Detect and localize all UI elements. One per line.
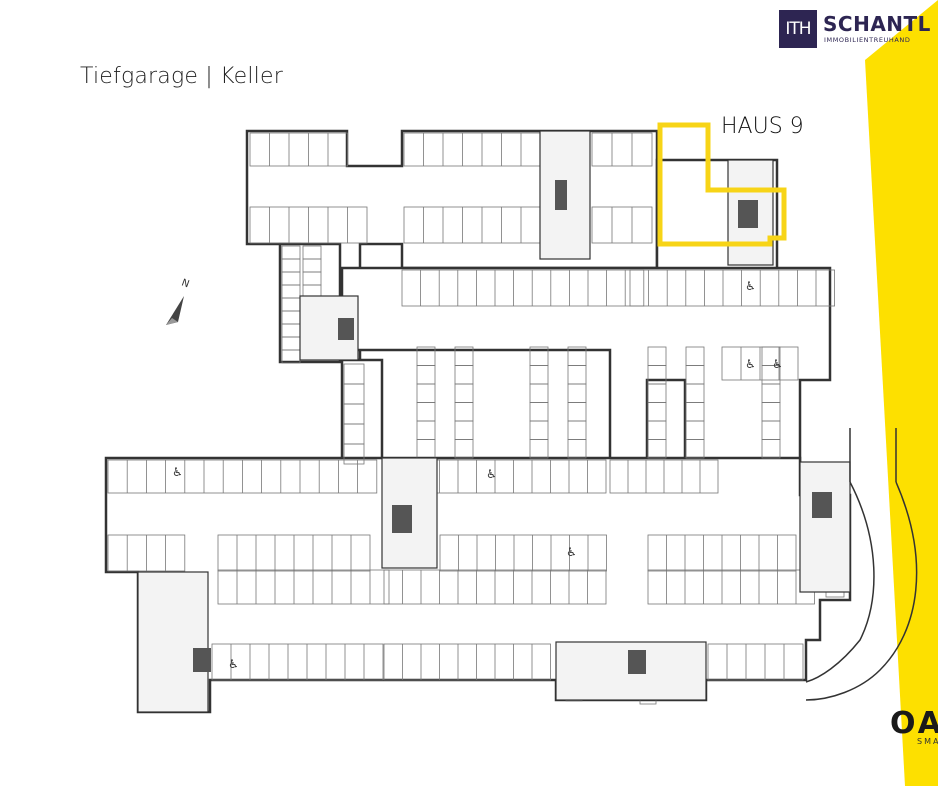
logo-name: SCHANTL bbox=[823, 12, 931, 36]
stair-treads bbox=[193, 180, 832, 674]
svg-text:♿: ♿ bbox=[745, 357, 756, 371]
brand-subtitle: SMA bbox=[917, 737, 938, 746]
svg-text:♿: ♿ bbox=[486, 467, 497, 481]
brand-mark: OAS bbox=[890, 706, 938, 741]
compass-label: N bbox=[181, 278, 191, 290]
page-title: Tiefgarage | Keller bbox=[80, 64, 283, 89]
haus-9-highlight bbox=[657, 122, 787, 247]
stair-cores bbox=[137, 130, 851, 713]
svg-text:♿: ♿ bbox=[772, 357, 783, 371]
svg-text:♿: ♿ bbox=[566, 545, 577, 559]
haus-label: HAUS 9 bbox=[721, 114, 804, 139]
logo-icon: ITH bbox=[779, 10, 817, 48]
svg-text:♿: ♿ bbox=[228, 657, 239, 671]
logo-subtitle: IMMOBILIENTREUHAND bbox=[824, 36, 911, 44]
ramp bbox=[805, 428, 918, 701]
compass-icon bbox=[166, 296, 184, 325]
svg-text:♿: ♿ bbox=[745, 279, 756, 293]
svg-text:♿: ♿ bbox=[172, 465, 183, 479]
accessible-icons: ♿ ♿ ♿ ♿ ♿ ♿ ♿ bbox=[172, 279, 783, 671]
svg-text:N: N bbox=[181, 278, 191, 290]
